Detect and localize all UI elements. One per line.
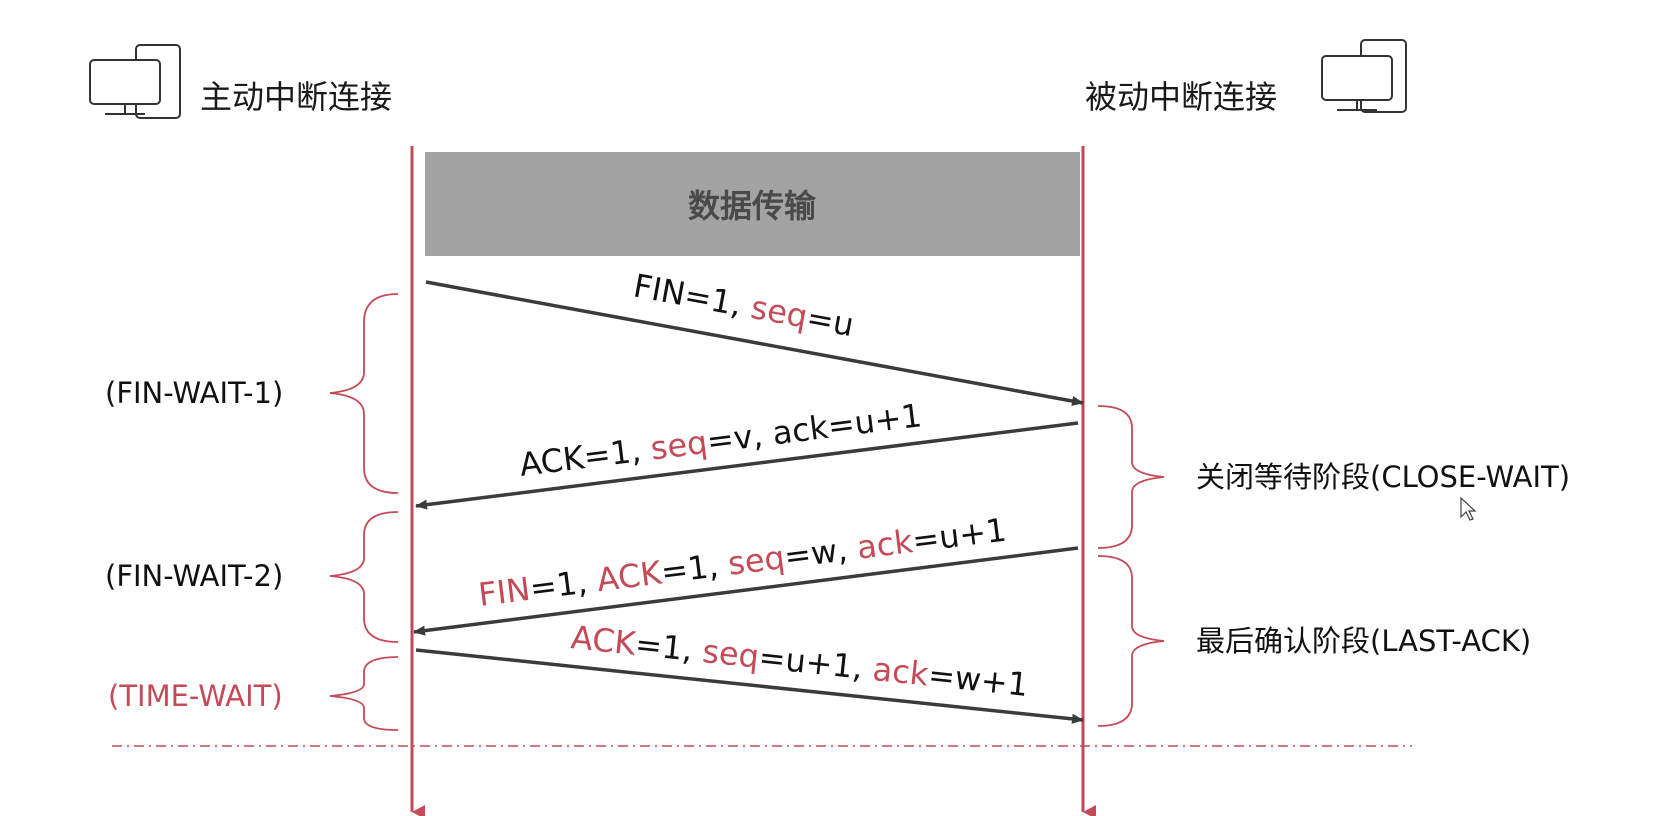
seq-label: seq <box>748 288 811 336</box>
fin-ack-label: FIN=1, ACK=1, seq=w, ack=u+1 <box>476 511 1008 614</box>
close-wait-brace <box>1097 405 1165 549</box>
fin-label: FIN=1, seq=u <box>631 266 857 344</box>
fin-ack-arrow <box>413 546 1079 636</box>
fin-ack-label-part: =w, <box>782 529 859 576</box>
seq-label: seq <box>648 423 709 468</box>
fin-label-part: =u <box>804 298 857 344</box>
fin-arrow <box>425 280 1084 406</box>
last-ack-label: 最后确认阶段(LAST-ACK) <box>1196 624 1531 658</box>
fin-ack-label-part: =1, <box>528 561 600 607</box>
ack-number-label: ack <box>871 650 931 694</box>
time-wait-label: (TIME-WAIT) <box>108 679 283 713</box>
fin-wait-1-brace <box>329 293 399 494</box>
seq-label: seq <box>726 538 787 583</box>
final-ack-label: ACK=1, seq=u+1, ack=w+1 <box>569 618 1030 704</box>
ack-label-part: =v, ack=u+1 <box>705 396 924 460</box>
ack-arrow <box>415 421 1079 510</box>
seq-label: seq <box>701 632 761 676</box>
computer-icon <box>1321 39 1407 113</box>
data-transfer-banner <box>425 152 1080 256</box>
close-wait-label: 关闭等待阶段(CLOSE-WAIT) <box>1196 460 1570 494</box>
passive-close-label: 被动中断连接 <box>1085 78 1277 116</box>
ack-flag-label: ACK <box>595 553 665 599</box>
mouse-cursor-icon <box>1460 496 1477 521</box>
ack-number-label: ack <box>855 522 915 567</box>
final-ack-label-part: =w+1 <box>926 656 1030 704</box>
data-transfer-label: 数据传输 <box>688 187 817 225</box>
computer-icon <box>89 44 181 119</box>
ack-flag-label: ACK <box>569 618 638 663</box>
fin-flag-label: FIN <box>476 570 532 614</box>
active-close-label: 主动中断连接 <box>200 78 392 116</box>
ack-label: ACK=1, seq=v, ack=u+1 <box>517 396 924 484</box>
fin-ack-label-part: =u+1 <box>910 511 1008 560</box>
final-ack-label-part: =u+1, <box>757 638 875 688</box>
fin-ack-label-part: =1, <box>659 545 731 591</box>
final-ack-label-part: =1, <box>633 625 704 670</box>
final-ack-arrow <box>415 648 1084 724</box>
fin-label-part: FIN=1, <box>631 266 755 325</box>
ack-label-part: ACK=1, <box>517 430 653 484</box>
fin-wait-1-label: (FIN-WAIT-1) <box>105 376 283 410</box>
time-wait-brace <box>329 656 399 731</box>
last-ack-brace <box>1097 555 1165 727</box>
fin-wait-2-brace <box>329 511 399 643</box>
fin-wait-2-label: (FIN-WAIT-2) <box>105 559 283 593</box>
